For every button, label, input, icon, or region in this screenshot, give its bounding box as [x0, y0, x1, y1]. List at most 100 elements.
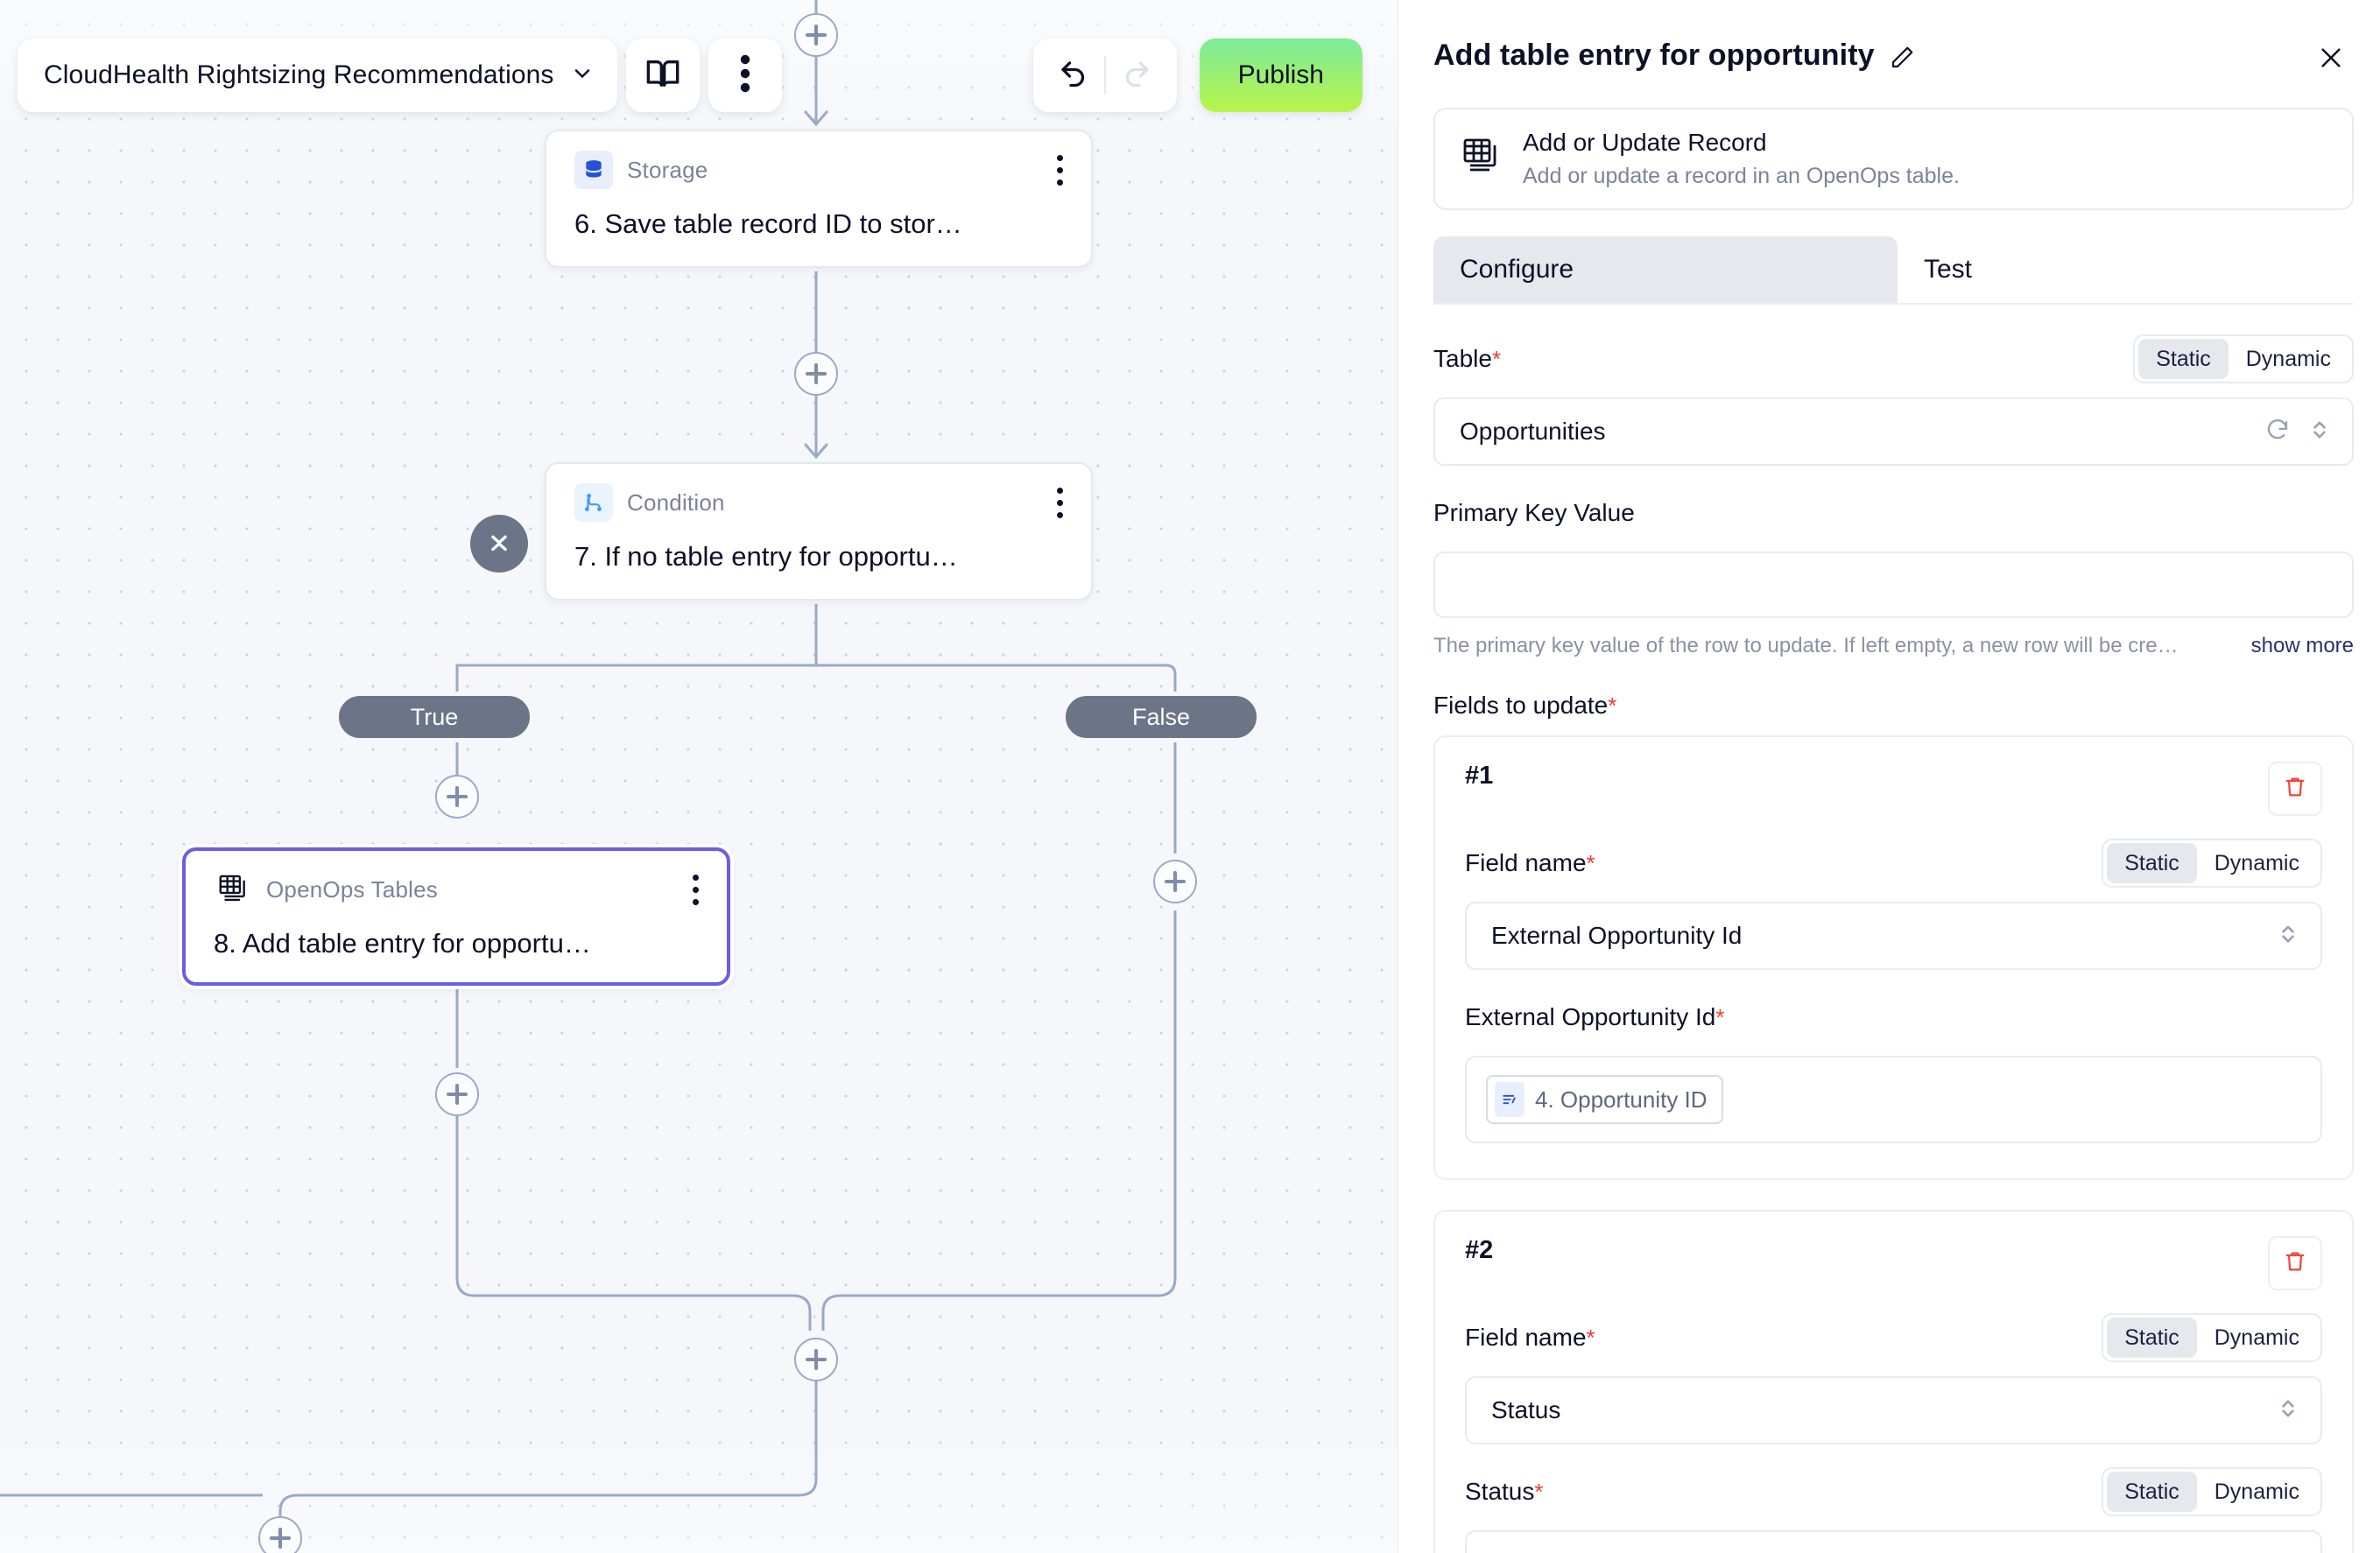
field-value-label: External Opportunity Id*: [1465, 1003, 1725, 1030]
book-icon: [645, 56, 680, 95]
pencil-icon[interactable]: [1889, 41, 1915, 71]
table-mode-dynamic[interactable]: Dynamic: [2245, 346, 2331, 371]
flow-node-condition[interactable]: Condition 7. If no table entry for oppor…: [545, 462, 1093, 601]
node-more-menu-button[interactable]: [1057, 487, 1068, 518]
field-value-mode-dynamic[interactable]: Dynamic: [2214, 1479, 2299, 1504]
add-step-button-top[interactable]: [794, 13, 838, 57]
field-item-header: #2: [1465, 1236, 2322, 1290]
node-header: Condition: [574, 483, 1068, 522]
add-step-button-bottom[interactable]: [258, 1516, 302, 1553]
primary-key-label: Primary Key Value: [1433, 499, 1635, 526]
refresh-icon[interactable]: [2264, 417, 2291, 447]
undo-button[interactable]: [1043, 39, 1104, 112]
table-select[interactable]: Opportunities: [1433, 397, 2354, 466]
node-more-menu-button[interactable]: [693, 874, 704, 905]
field-name-value: External Opportunity Id: [1491, 922, 1743, 949]
branch-label-false[interactable]: False: [1061, 692, 1261, 742]
publish-button[interactable]: Publish: [1199, 39, 1363, 112]
docs-button[interactable]: [625, 39, 700, 112]
trash-icon: [2283, 1249, 2307, 1278]
field-name-mode-toggle: Static Dynamic: [2102, 839, 2322, 888]
database-icon: [574, 151, 613, 189]
collapse-chevrons-icon: [484, 527, 514, 561]
required-asterisk: *: [1586, 850, 1595, 876]
add-step-button-after-join[interactable]: [794, 1338, 838, 1381]
redo-arrow-icon: [1121, 58, 1152, 94]
field-name-select[interactable]: External Opportunity Id: [1465, 902, 2322, 970]
add-step-button-true-branch[interactable]: [435, 775, 479, 819]
field-update-item: #1 Field name*: [1433, 735, 2354, 1180]
page-title: Add table entry for opportunity: [1433, 39, 1875, 72]
node-title: 7. If no table entry for opportu…: [574, 541, 958, 572]
flow-canvas[interactable]: CloudHealth Rightsizing Recommendations: [0, 0, 1398, 1553]
flow-node-openops-tables[interactable]: OpenOps Tables 8. Add table entry for op…: [182, 847, 730, 986]
condition-collapse-toggle[interactable]: [470, 515, 528, 573]
close-icon[interactable]: [2308, 39, 2354, 81]
chevron-down-icon: [570, 61, 595, 90]
flow-node-storage[interactable]: Storage 6. Save table record ID to stor…: [545, 130, 1093, 268]
field-name-label: Field name*: [1465, 849, 1595, 876]
panel-tabs: Configure Test: [1433, 236, 2354, 305]
node-kind-label: Storage: [627, 156, 708, 183]
field-name-block: Field name* Static Dynamic External Oppo…: [1465, 839, 2322, 970]
field-value-block: External Opportunity Id* 4. Opportunity …: [1465, 993, 2322, 1143]
field-name-value: Status: [1491, 1396, 1561, 1423]
field-name-label: Field name*: [1465, 1324, 1595, 1351]
piece-name: Add or Update Record: [1523, 129, 1767, 156]
field-name-mode-dynamic[interactable]: Dynamic: [2214, 850, 2299, 875]
variable-chip[interactable]: 4. Opportunity ID: [1486, 1075, 1723, 1124]
field-name-mode-static[interactable]: Static: [2107, 1318, 2197, 1358]
branch-label-true[interactable]: True: [334, 692, 534, 742]
field-value-selected: Created: [1491, 1550, 2266, 1553]
node-header: OpenOps Tables: [214, 870, 704, 909]
field-value-block: Status* Static Dynamic Created: [1465, 1467, 2322, 1553]
field-value-label: Status*: [1465, 1478, 1544, 1505]
field-name-block: Field name* Static Dynamic Status: [1465, 1313, 2322, 1444]
table-field-label: Table*: [1433, 345, 1502, 372]
chevron-updown-icon[interactable]: [2278, 921, 2298, 952]
canvas-toolbar-left: CloudHealth Rightsizing Recommendations: [18, 39, 782, 112]
chevron-updown-icon[interactable]: [2278, 1395, 2298, 1426]
node-more-menu-button[interactable]: [1057, 154, 1068, 186]
fields-to-update-label: Fields to update*: [1433, 692, 1617, 719]
piece-texts: Add or Update Record Add or update a rec…: [1523, 129, 1960, 189]
field-value-select[interactable]: Created: [1465, 1530, 2322, 1553]
delete-field-button[interactable]: [2268, 762, 2322, 816]
add-step-button-false-branch[interactable]: [1153, 860, 1197, 903]
field-value-mode-toggle: Static Dynamic: [2102, 1467, 2322, 1516]
field-name-mode-static[interactable]: Static: [2107, 843, 2197, 883]
chevron-updown-icon[interactable]: [2278, 1549, 2298, 1553]
field-update-item: #2 Field name*: [1433, 1210, 2354, 1553]
redo-button[interactable]: [1106, 39, 1167, 112]
show-more-link[interactable]: show more: [2250, 634, 2354, 657]
tables-stack-icon: [1460, 136, 1502, 182]
required-asterisk: *: [1608, 692, 1617, 719]
branch-split-icon: [574, 483, 613, 522]
field-value-row: External Opportunity Id*: [1465, 993, 2322, 1042]
flow-more-menu-button[interactable]: [708, 39, 782, 112]
table-mode-static[interactable]: Static: [2138, 339, 2229, 379]
primary-key-input[interactable]: [1433, 552, 2354, 618]
add-step-button-after-storage[interactable]: [794, 352, 838, 396]
delete-field-button[interactable]: [2268, 1236, 2322, 1290]
primary-key-row: Primary Key Value: [1433, 488, 2354, 538]
primary-key-hint-row: The primary key value of the row to upda…: [1433, 634, 2354, 658]
flow-name-label: CloudHealth Rightsizing Recommendations: [44, 60, 554, 89]
chevron-updown-icon[interactable]: [2310, 417, 2329, 447]
node-title: 8. Add table entry for opportu…: [214, 928, 591, 959]
tab-test[interactable]: Test: [1924, 255, 1973, 284]
field-name-select[interactable]: Status: [1465, 1376, 2322, 1444]
node-kind-label: Condition: [627, 488, 725, 516]
primary-key-hint: The primary key value of the row to upda…: [1433, 634, 2179, 657]
piece-info-card: Add or Update Record Add or update a rec…: [1433, 108, 2354, 210]
flow-name-selector[interactable]: CloudHealth Rightsizing Recommendations: [18, 39, 617, 112]
variable-chip-label: 4. Opportunity ID: [1535, 1086, 1708, 1113]
variable-icon: [1495, 1082, 1524, 1117]
field-name-mode-dynamic[interactable]: Dynamic: [2214, 1325, 2299, 1350]
add-step-button-after-tables[interactable]: [435, 1072, 479, 1116]
tab-configure[interactable]: Configure: [1433, 236, 1898, 303]
table-field-row: Table* Static Dynamic: [1433, 334, 2354, 383]
field-value-mode-static[interactable]: Static: [2107, 1472, 2197, 1512]
field-value-chip-input[interactable]: 4. Opportunity ID: [1465, 1056, 2322, 1143]
